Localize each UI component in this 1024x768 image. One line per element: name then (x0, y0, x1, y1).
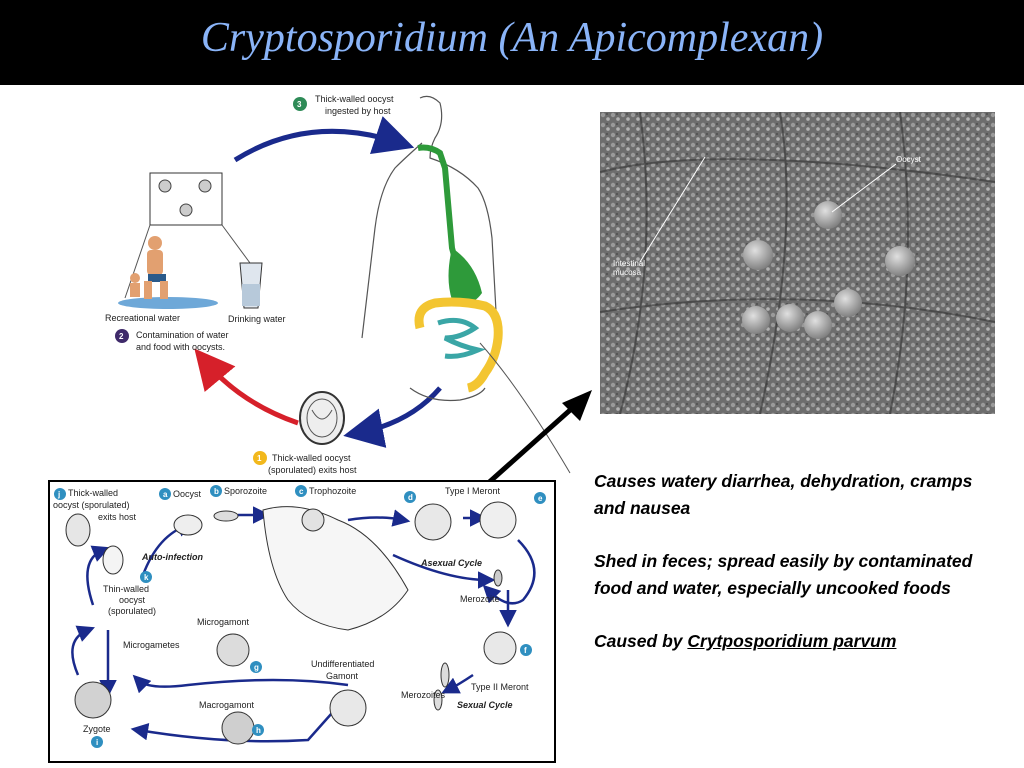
svg-text:Asexual Cycle: Asexual Cycle (420, 558, 482, 568)
oocyst-illustration (299, 391, 345, 445)
svg-text:Undifferentiated: Undifferentiated (311, 659, 374, 669)
oocyst-sphere (743, 240, 773, 270)
svg-text:Oocyst: Oocyst (173, 489, 202, 499)
arrow-contamination (194, 348, 299, 426)
svg-text:Sporozoite: Sporozoite (224, 486, 267, 496)
svg-text:h: h (256, 726, 261, 735)
svg-text:Recreational water: Recreational water (105, 313, 180, 323)
svg-text:(sporulated): (sporulated) (108, 606, 156, 616)
colon (414, 297, 503, 393)
svg-text:e: e (538, 494, 543, 503)
sem-micrograph: Oocyst Intestinal mucosa (600, 112, 995, 414)
svg-text:Merozoites: Merozoites (401, 690, 446, 700)
svg-text:Sexual Cycle: Sexual Cycle (457, 700, 513, 710)
oocyst-sphere (814, 201, 842, 229)
svg-text:i: i (96, 738, 98, 747)
drinking-glass-icon (239, 262, 263, 309)
oocyst-sphere (804, 311, 832, 339)
note-symptoms: Causes watery diarrhea, dehydration, cra… (594, 471, 973, 518)
svg-text:Drinking water: Drinking water (228, 314, 286, 324)
svg-text:a: a (163, 490, 168, 499)
svg-text:Thick-walled oocyst: Thick-walled oocyst (272, 453, 351, 463)
life-cycle-diagram: j Thick-walled oocyst (sporulated) exits… (48, 480, 556, 763)
svg-text:1: 1 (257, 454, 262, 463)
oocyst-sample-box (149, 172, 223, 226)
svg-text:3: 3 (297, 100, 302, 109)
oocyst-sphere (885, 246, 915, 276)
svg-text:g: g (254, 663, 259, 672)
human-body-outline (361, 95, 499, 402)
svg-text:and food with oocysts.: and food with oocysts. (136, 342, 225, 352)
species-name: Crytposporidium parvum (687, 631, 897, 651)
svg-text:Microgamont: Microgamont (197, 617, 250, 627)
transmission-cycle-diagram: 3 Thick-walled oocyst ingested by host R… (105, 94, 571, 475)
stomach (448, 248, 482, 304)
svg-text:Thick-walled oocyst: Thick-walled oocyst (315, 94, 394, 104)
arrow-to-host (233, 116, 415, 163)
svg-text:b: b (214, 487, 219, 496)
title-bar (0, 0, 1024, 85)
svg-text:Type II Meront: Type II Meront (471, 682, 529, 692)
svg-text:Macrogamont: Macrogamont (199, 700, 255, 710)
svg-text:oocyst (sporulated): oocyst (sporulated) (53, 500, 130, 510)
svg-text:Contamination of water: Contamination of water (136, 330, 229, 340)
svg-text:Thin-walled: Thin-walled (103, 584, 149, 594)
svg-text:Auto-infection: Auto-infection (141, 552, 203, 562)
host-cell-cluster (262, 506, 409, 631)
svg-text:d: d (408, 493, 413, 502)
slide-title: Cryptosporidium (An Apicomplexan) (200, 15, 824, 61)
svg-text:k: k (144, 573, 149, 582)
small-intestine (437, 317, 486, 359)
note-transmission: Shed in feces; spread easily by contamin… (594, 551, 973, 598)
svg-text:Thick-walled: Thick-walled (68, 488, 118, 498)
svg-text:Microgametes: Microgametes (123, 640, 180, 650)
svg-text:Gamont: Gamont (326, 671, 359, 681)
svg-text:exits host: exits host (98, 512, 137, 522)
svg-text:Merozoite: Merozoite (460, 594, 500, 604)
oocyst-sphere (776, 304, 804, 332)
svg-text:Type I Meront: Type I Meront (445, 486, 501, 496)
svg-text:oocyst: oocyst (119, 595, 146, 605)
svg-text:Zygote: Zygote (83, 724, 111, 734)
svg-text:c: c (299, 487, 304, 496)
svg-text:mucosa: mucosa (613, 268, 642, 277)
swimmer-figure (118, 236, 218, 309)
oocyst-label: Oocyst (896, 155, 922, 164)
svg-text:j: j (57, 490, 60, 499)
svg-text:f: f (524, 646, 527, 655)
note-cause: Caused by Crytposporidium parvum (594, 631, 897, 651)
oocyst-sphere (742, 306, 770, 334)
notes-text: Causes watery diarrhea, dehydration, cra… (594, 468, 1004, 681)
arrow-exit-host (343, 386, 442, 448)
mucosa-label: Intestinal (613, 259, 645, 268)
svg-text:(sporulated) exits host: (sporulated) exits host (268, 465, 357, 475)
svg-text:Trophozoite: Trophozoite (309, 486, 356, 496)
svg-text:2: 2 (119, 332, 124, 341)
oocyst-sphere (834, 289, 862, 317)
svg-text:ingested by host: ingested by host (325, 106, 391, 116)
